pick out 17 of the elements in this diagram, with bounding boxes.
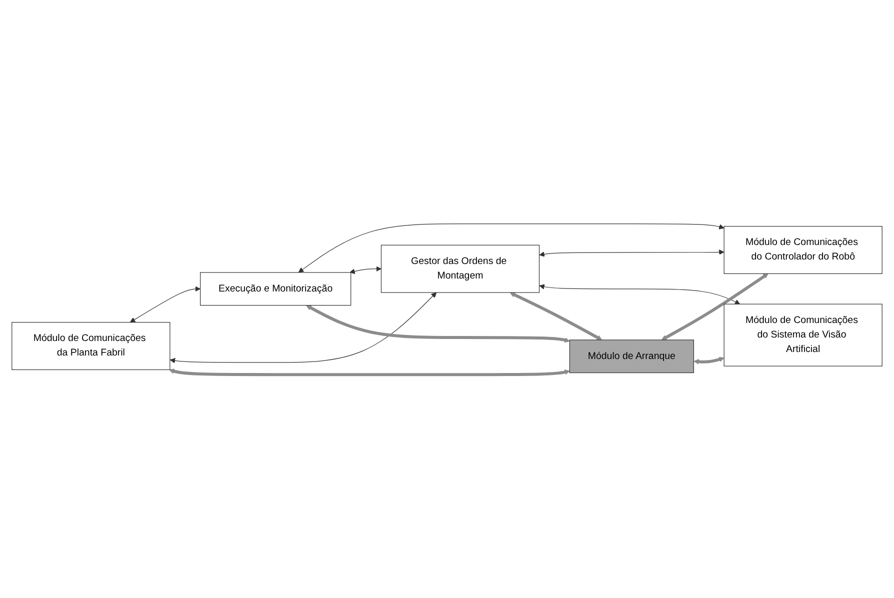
node-box: Módulo de Arranque xyxy=(569,339,694,373)
arrow xyxy=(539,284,740,304)
node-box: Execução e Monitorização xyxy=(200,272,352,306)
node-box: Módulo de Comunicações do Controlador do Robô xyxy=(724,226,882,274)
arrow xyxy=(298,223,724,272)
arrow xyxy=(130,286,201,322)
arrow xyxy=(306,304,570,342)
arrow xyxy=(694,356,724,364)
arrow xyxy=(170,292,437,364)
arrow xyxy=(539,249,724,257)
arrow xyxy=(169,368,570,376)
arrow xyxy=(510,292,602,340)
node-box: Módulo de Comunicações do Sistema de Visão Artificial xyxy=(724,304,882,366)
node-box: Gestor das Ordens de Montagem xyxy=(380,244,540,293)
arrow xyxy=(661,273,768,340)
arrow xyxy=(350,266,382,274)
node-box: Módulo de Comunicações da Planta Fabril xyxy=(12,322,170,370)
